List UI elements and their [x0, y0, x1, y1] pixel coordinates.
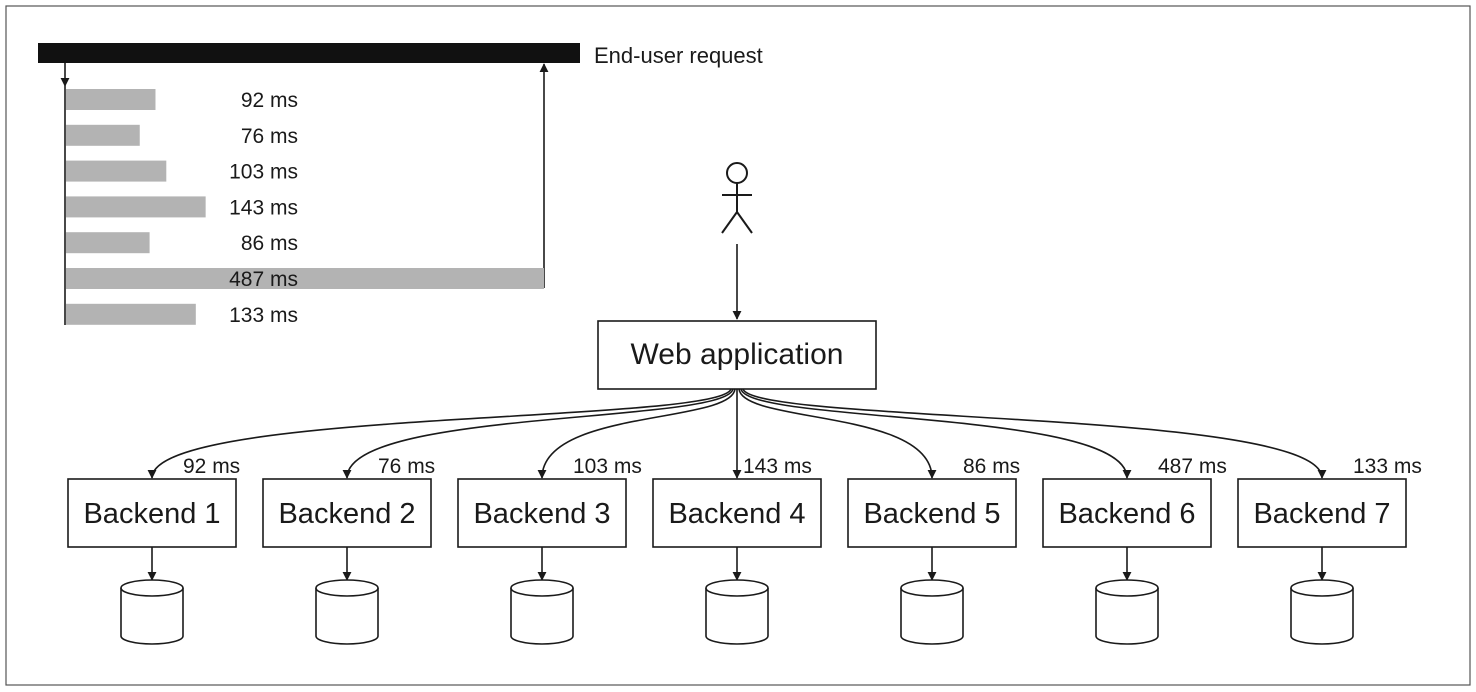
- backend-box: [457, 478, 627, 548]
- call-latency-label: 76 ms: [378, 455, 435, 478]
- call-arrow: [742, 388, 1327, 479]
- backend-label: Backend 5: [863, 498, 1000, 530]
- backend-box: [262, 478, 432, 548]
- timeline-bar-label: 143 ms: [229, 196, 298, 219]
- backend-label: Backend 2: [278, 498, 415, 530]
- figure-frame: [5, 5, 1471, 686]
- fanout-arrows: 92 ms 76 ms 103 ms 143 ms 86 ms 487 ms 133 ms: [147, 388, 1422, 479]
- timeline-bar: [66, 232, 150, 254]
- user-icon: [721, 162, 753, 234]
- call-arrow: [147, 388, 732, 479]
- timeline-bar-label: 92 ms: [241, 89, 298, 112]
- timeline-bar: [66, 160, 167, 182]
- backend-label: Backend 4: [668, 498, 805, 530]
- call-latency-label: 86 ms: [963, 455, 1020, 478]
- call-latency-label: 92 ms: [183, 455, 240, 478]
- timeline-bar-label: 103 ms: [229, 161, 298, 184]
- call-arrow: [738, 388, 937, 479]
- database-icon: [120, 579, 184, 645]
- timeline-bar: [66, 196, 206, 218]
- backend-label: Backend 1: [83, 498, 220, 530]
- end-user-request-label: End-user request: [594, 43, 763, 68]
- timeline-bar: [66, 89, 156, 110]
- database-icon: [705, 579, 769, 645]
- call-arrow: [342, 388, 734, 479]
- call-latency-label: 133 ms: [1353, 455, 1422, 478]
- backend-box: [1042, 478, 1212, 548]
- backend-label: Backend 7: [1253, 498, 1390, 530]
- backends: Backend 1 Backend 2 Backend 3 Backend 4 Back…: [67, 478, 1407, 645]
- timeline-bar: [66, 303, 196, 325]
- timeline-bar: [66, 124, 140, 146]
- timeline-bar-label: 86 ms: [241, 232, 298, 255]
- timeline-bar: [66, 268, 544, 289]
- backend-label: Backend 3: [473, 498, 610, 530]
- timeline-bar-label: 76 ms: [241, 125, 298, 148]
- database-icon: [510, 579, 574, 645]
- database-icon: [315, 579, 379, 645]
- web-application-label: Web application: [631, 338, 844, 371]
- database-icon: [900, 579, 964, 645]
- timeline-bar-label: 133 ms: [229, 304, 298, 327]
- call-latency-label: 103 ms: [573, 455, 642, 478]
- call-arrow: [537, 388, 736, 479]
- web-application-box: [597, 320, 877, 390]
- call-latency-label: 143 ms: [743, 455, 812, 478]
- backend-box: [1237, 478, 1407, 548]
- call-latency-label: 487 ms: [1158, 455, 1227, 478]
- backend-label: Backend 6: [1058, 498, 1195, 530]
- database-icon: [1095, 579, 1159, 645]
- end-user-request-bar: [38, 43, 580, 63]
- backend-box: [847, 478, 1017, 548]
- timeline-bar-label: 487 ms: [229, 268, 298, 291]
- database-icon: [1290, 579, 1354, 645]
- call-arrow: [740, 388, 1132, 479]
- timeline-bars: 92 ms 76 ms 103 ms 143 ms 86 ms 487 ms 133 ms: [66, 89, 544, 327]
